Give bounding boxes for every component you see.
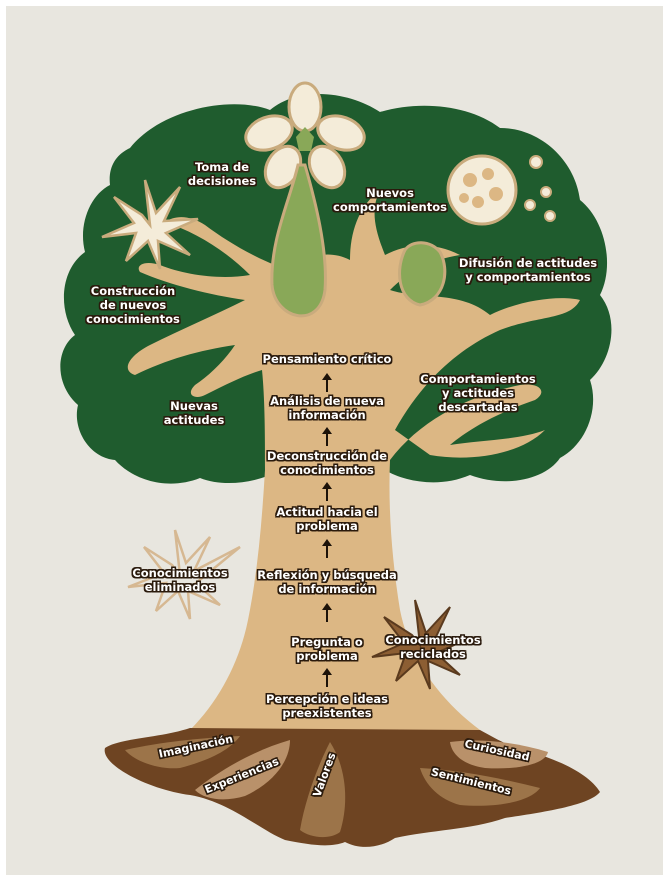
arrow-up-icon bbox=[322, 668, 332, 687]
seed-icon bbox=[540, 186, 552, 198]
arrow-up-icon bbox=[322, 603, 332, 622]
leaf-brown-icon bbox=[371, 599, 469, 690]
arrow-up-icon bbox=[322, 539, 332, 558]
step-1: Pensamiento crítico bbox=[262, 352, 392, 366]
seed-icon bbox=[544, 210, 556, 222]
root-band-curiosidad bbox=[450, 740, 548, 769]
root-band-sentimientos bbox=[420, 768, 540, 806]
root-band-experiencias bbox=[195, 740, 290, 800]
seed-pod-right-icon bbox=[398, 241, 447, 307]
leaf-light-icon bbox=[101, 179, 199, 270]
seed-pod-icon bbox=[270, 163, 327, 318]
seed-icon bbox=[524, 199, 536, 211]
arrow-up-icon bbox=[322, 427, 332, 446]
root-band-left bbox=[125, 736, 240, 769]
trunk bbox=[127, 190, 581, 730]
arrow-up-icon bbox=[322, 482, 332, 501]
arrow-up-icon bbox=[322, 373, 332, 392]
fruit-cluster-icon bbox=[446, 154, 518, 226]
leaf-outline-icon bbox=[127, 529, 241, 620]
seed-icon bbox=[529, 155, 543, 169]
root-band-valores bbox=[300, 742, 346, 838]
